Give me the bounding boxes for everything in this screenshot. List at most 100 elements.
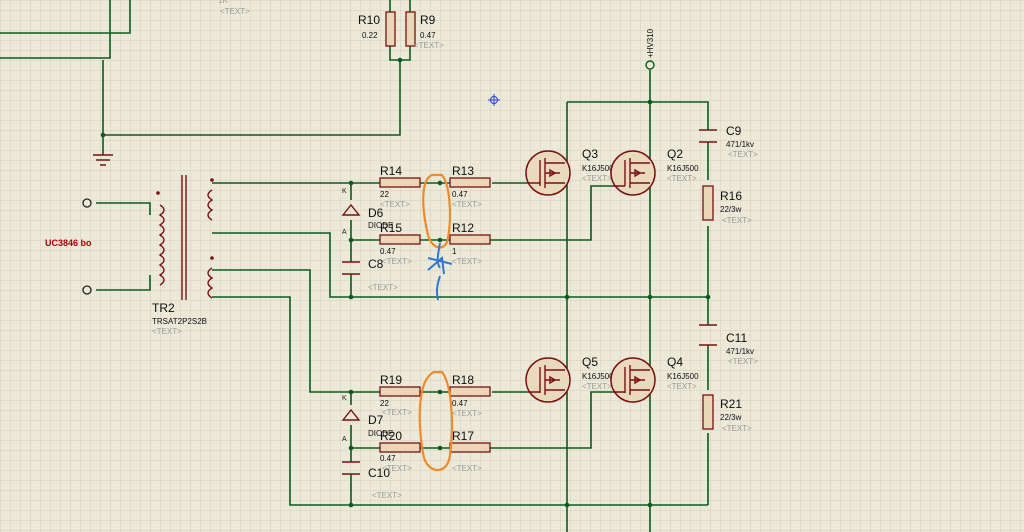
power-terminal-hv310[interactable]: +HV310	[645, 28, 655, 70]
r19-value: 22	[380, 399, 389, 408]
d6-refdes: D6	[368, 206, 384, 220]
r9-refdes: R9	[420, 13, 436, 27]
cursor-crosshair-icon	[488, 94, 500, 106]
d7-refdes: D7	[368, 413, 384, 427]
r21-placeholder: <TEXT>	[722, 424, 752, 433]
r16-placeholder: <TEXT>	[722, 216, 752, 225]
c11-refdes: C11	[726, 331, 747, 345]
resistor-r13[interactable]: R13 0.47 <TEXT>	[449, 164, 491, 209]
capacitor-c8[interactable]: C8 <TEXT>	[342, 257, 412, 275]
r19-refdes: R19	[380, 373, 402, 387]
r13-refdes: R13	[452, 164, 474, 178]
resistor-r10[interactable]: R10 0.22	[358, 11, 396, 47]
d7-value: DIODE	[368, 429, 393, 438]
r18-refdes: R18	[452, 373, 474, 387]
c8-refdes: C8	[368, 257, 384, 271]
diode-d7[interactable]: K A D7 DIODE	[341, 395, 393, 443]
r15-refdes: R15	[380, 221, 402, 235]
r9-placeholder: <TEXT>	[414, 41, 444, 50]
power-label: +HV310	[646, 28, 655, 58]
input-terminal-top[interactable]	[82, 198, 92, 208]
q2-refdes: Q2	[667, 147, 683, 161]
q2-placeholder: <TEXT>	[667, 174, 697, 183]
capacitor-c11[interactable]: C11 471/1kv <TEXT>	[699, 324, 758, 366]
r17-placeholder: <TEXT>	[452, 464, 482, 473]
r18-value: 0.47	[452, 399, 468, 408]
q3-placeholder: <TEXT>	[582, 174, 612, 183]
d6-pin-k: K	[342, 188, 347, 195]
q4-placeholder: <TEXT>	[667, 382, 697, 391]
r19-placeholder: <TEXT>	[382, 408, 412, 417]
r13-placeholder: <TEXT>	[452, 200, 482, 209]
resistor-r15[interactable]: R15 0.47	[379, 221, 421, 256]
tr2-value: TRSAT2P2S2B	[152, 317, 207, 326]
resistor-r17[interactable]: R17 <TEXT>	[449, 429, 491, 473]
mosfet-q4[interactable]: Q4 K16J500 <TEXT>	[610, 355, 699, 403]
q3-refdes: Q3	[582, 147, 598, 161]
diode-d6[interactable]: K A D6 DIODE	[341, 188, 393, 236]
q5-value: K16J500	[582, 372, 614, 381]
r20-value: 0.47	[380, 454, 396, 463]
input-terminal-bottom[interactable]	[82, 285, 92, 295]
d6-value: DIODE	[368, 221, 393, 230]
mosfet-q5[interactable]: Q5 K16J500 <TEXT>	[525, 355, 614, 403]
r10-refdes: R10	[358, 13, 380, 27]
r21-refdes: R21	[720, 397, 742, 411]
r10-value: 0.22	[362, 31, 378, 40]
r13-value: 0.47	[452, 190, 468, 199]
c10-placeholder: <TEXT>	[372, 491, 402, 500]
c9-refdes: C9	[726, 124, 742, 138]
r15-value: 0.47	[380, 247, 396, 256]
r14-value: 22	[380, 190, 389, 199]
net-label-uc3846[interactable]: UC3846 bo	[45, 238, 92, 248]
q5-placeholder: <TEXT>	[582, 382, 612, 391]
capacitor-c9[interactable]: C9 471/1kv <TEXT>	[699, 124, 758, 159]
q4-refdes: Q4	[667, 355, 683, 369]
r9-value: 0.47	[420, 31, 436, 40]
resistor-r9[interactable]: R9 0.47 <TEXT>	[405, 11, 444, 50]
r14-refdes: R14	[380, 164, 402, 178]
q5-refdes: Q5	[582, 355, 598, 369]
mosfet-q3[interactable]: Q3 K16J500 <TEXT>	[525, 147, 614, 196]
r12-value: 1	[452, 247, 457, 256]
r20-placeholder: <TEXT>	[382, 464, 412, 473]
junctions	[100, 57, 711, 508]
c9-placeholder: <TEXT>	[728, 150, 758, 159]
capacitor-c10[interactable]: C10 <TEXT>	[342, 461, 402, 500]
r16-refdes: R16	[720, 189, 742, 203]
transformer-tr2[interactable]: TR2 TRSAT2P2S2B <TEXT>	[152, 175, 214, 336]
wires	[0, 0, 709, 532]
blue-zener-sketch	[427, 242, 453, 301]
resistor-r12[interactable]: R12 1 <TEXT>	[449, 221, 491, 266]
resistor-r14[interactable]: R14 22 <TEXT>	[379, 164, 421, 209]
r12-placeholder: <TEXT>	[452, 257, 482, 266]
c10-refdes: C10	[368, 466, 390, 480]
resistor-r20[interactable]: R20 0.47 <TEXT>	[379, 429, 421, 473]
resistor-r16[interactable]: R16 22/3w <TEXT>	[702, 185, 752, 225]
c11-placeholder: <TEXT>	[728, 357, 758, 366]
resistor-r21[interactable]: R21 22/3w <TEXT>	[702, 394, 752, 433]
c9-value: 471/1kv	[726, 140, 754, 149]
top-stub-label: 1K	[218, 0, 228, 5]
mosfet-q2[interactable]: Q2 K16J500 <TEXT>	[610, 147, 699, 196]
d6-pin-a: A	[342, 229, 347, 236]
q3-value: K16J500	[582, 164, 614, 173]
r16-value: 22/3w	[720, 205, 742, 214]
orange-annotation-lower	[418, 370, 454, 472]
tr2-refdes: TR2	[152, 301, 175, 315]
d7-pin-k: K	[342, 395, 347, 402]
orange-annotation-upper	[422, 173, 452, 249]
q4-value: K16J500	[667, 372, 699, 381]
r12-refdes: R12	[452, 221, 474, 235]
r17-refdes: R17	[452, 429, 474, 443]
resistor-r19[interactable]: R19 22 <TEXT>	[379, 373, 421, 417]
c11-value: 471/1kv	[726, 347, 754, 356]
r18-placeholder: <TEXT>	[452, 409, 482, 418]
q2-value: K16J500	[667, 164, 699, 173]
top-stub-placeholder: <TEXT>	[220, 7, 250, 16]
r21-value: 22/3w	[720, 413, 742, 422]
r14-placeholder: <TEXT>	[380, 200, 410, 209]
c8-placeholder: <TEXT>	[382, 257, 412, 266]
